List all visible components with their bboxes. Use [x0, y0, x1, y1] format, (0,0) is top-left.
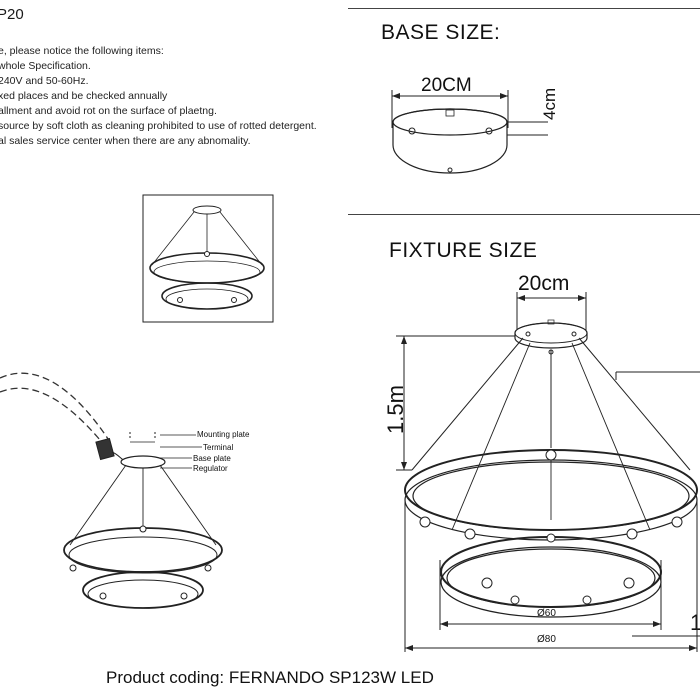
base-width-label: 20CM [421, 75, 472, 96]
instruction-line: al sales service center when there are a… [0, 135, 251, 147]
mounting-plate-label: Mounting plate [197, 430, 250, 439]
instruction-line: xed places and be checked annually [0, 90, 168, 102]
outer-diameter-label: Ø80 [537, 634, 556, 645]
instruction-line: whole Specification. [0, 60, 91, 72]
model-code: P20 [0, 6, 24, 23]
fixture-size-heading: FIXTURE SIZE [389, 239, 538, 262]
inner-diameter-label: Ø60 [537, 608, 556, 619]
regulator-label: Regulator [193, 464, 228, 473]
base-size-heading: BASE SIZE: [381, 21, 501, 44]
terminal-label: Terminal [203, 443, 234, 452]
canopy-width-label: 20cm [518, 272, 570, 295]
top-divider [348, 8, 700, 9]
instruction-line: allment and avoid rot on the surface of … [0, 105, 217, 117]
product-coding: Product coding: FERNANDO SP123W LED [106, 668, 434, 687]
base-plate-label: Base plate [193, 454, 231, 463]
edge-dimension-fragment: 1 [690, 610, 700, 635]
instruction-line: 240V and 50-60Hz. [0, 75, 89, 87]
instruction-line: e, please notice the following items: [0, 45, 164, 57]
instruction-line: source by soft cloth as cleaning prohibi… [0, 120, 317, 132]
middle-divider [348, 214, 700, 215]
